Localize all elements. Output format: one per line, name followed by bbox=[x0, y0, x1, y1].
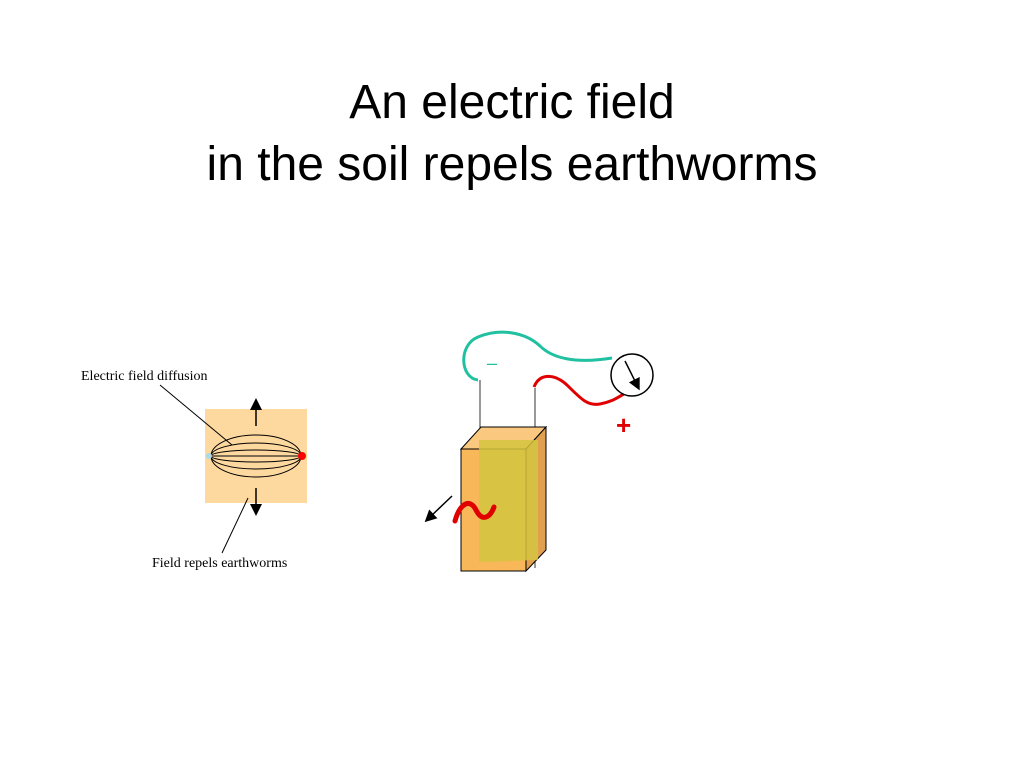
gauge-icon bbox=[610, 353, 654, 397]
title-line-2: in the soil repels earthworms bbox=[206, 138, 818, 191]
positive-wire bbox=[532, 374, 625, 406]
positive-symbol: + bbox=[616, 410, 631, 440]
slide-title: An electric field in the soil repels ear… bbox=[0, 72, 1024, 196]
label-leader-line-top bbox=[159, 384, 233, 446]
negative-electrode-dot bbox=[206, 453, 212, 459]
negative-wire bbox=[462, 330, 613, 382]
worm-escape-arrow bbox=[424, 495, 453, 523]
positive-electrode-dot bbox=[298, 452, 306, 460]
earthworm bbox=[452, 501, 497, 524]
field-repels-earthworms-label: Field repels earthworms bbox=[152, 556, 287, 571]
negative-symbol: – bbox=[487, 353, 497, 373]
label-leader-line-bottom bbox=[221, 497, 249, 554]
electric-field-diffusion-label: Electric field diffusion bbox=[81, 369, 207, 384]
title-line-1: An electric field bbox=[349, 76, 675, 129]
right-diagram: – + bbox=[424, 330, 654, 573]
soil-box bbox=[459, 425, 548, 573]
left-diagram: Electric field diffusion Field repels ea… bbox=[81, 369, 307, 571]
